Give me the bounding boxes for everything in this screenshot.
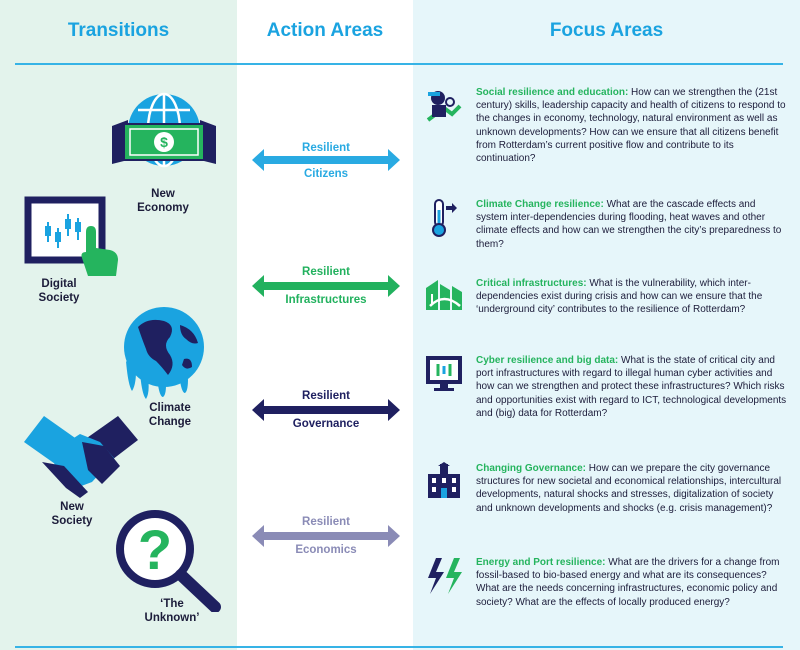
focus-area-title: Critical infrastructures: [476,278,587,289]
focus-areas-column [413,0,800,650]
focus-area-climate-change: Climate Change resilience: What are the … [476,198,788,251]
focus-area-text: What is the vulnerability, which inter-d… [476,278,763,316]
svg-text:$: $ [160,134,168,150]
digital-chart-hand-icon [20,192,130,282]
action-areas-header: Action Areas [266,20,384,41]
focus-area-title: Social resilience and education: [476,87,629,98]
melting-globe-icon [118,305,210,400]
focus-area-cyber-resilience: Cyber resilience and big data: What is t… [476,354,788,420]
action-area-citizens: Resilient Citizens [252,136,400,196]
lightning-icon [424,556,464,596]
focus-area-energy-port: Energy and Port resilience: What are the… [476,556,788,609]
action-area-label-top: Resilient [302,390,350,402]
footer-divider [15,646,783,648]
focus-area-title: Climate Change resilience: [476,199,604,210]
city-hall-icon [424,462,464,502]
action-area-infrastructures: Resilient Infrastructures [252,262,400,322]
handshake-icon [22,412,140,500]
double-arrow-icon [252,525,400,547]
double-arrow-icon [252,149,400,171]
focus-area-critical-infrastructures: Critical infrastructures: What is the vu… [476,277,788,317]
thermometer-icon [424,198,464,238]
focus-area-title: Energy and Port resilience: [476,557,606,568]
focus-area-title: Cyber resilience and big data: [476,355,619,366]
double-arrow-icon [252,275,400,297]
action-area-label-bottom: Economics [295,544,357,556]
action-area-label-top: Resilient [302,266,350,278]
action-area-label-top: Resilient [302,142,350,154]
action-area-label-bottom: Infrastructures [285,294,367,306]
monitor-icon [424,354,464,394]
focus-areas-header: Focus Areas [549,20,664,41]
transitions-header: Transitions [67,20,170,41]
action-areas-column [237,0,413,650]
infrastructure-icon [424,276,464,316]
action-area-label-top: Resilient [302,516,350,528]
focus-area-social-resilience: Social resilience and education: How can… [476,86,788,165]
education-icon [424,88,464,128]
globe-money-icon: $ [108,90,220,178]
focus-area-changing-governance: Changing Governance: How can we prepare … [476,462,788,515]
focus-area-title: Changing Governance: [476,463,587,474]
header-divider [15,63,783,65]
action-area-economics: Resilient Economics [252,512,400,572]
focus-area-text: How can we strengthen the (21st century)… [476,87,786,165]
magnifier-question-icon: ? [113,507,223,613]
focus-area-text: What are the cascade effects and system … [476,199,782,250]
svg-text:?: ? [138,518,172,581]
action-area-label-bottom: Governance [292,418,360,430]
double-arrow-icon [252,399,400,421]
action-area-governance: Resilient Governance [252,386,400,446]
focus-area-text: What are the drivers for a change from f… [476,557,780,608]
focus-area-text: What is the state of critical city and p… [476,355,787,419]
focus-area-text: How can we prepare the city governance s… [476,463,782,514]
action-area-label-bottom: Citizens [303,168,349,180]
